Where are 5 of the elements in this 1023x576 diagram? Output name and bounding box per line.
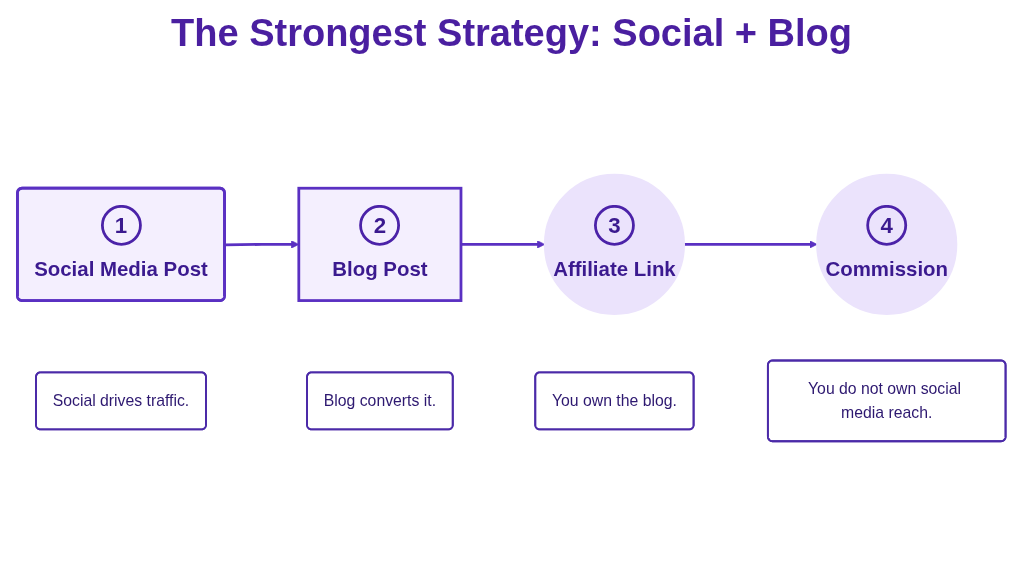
- node-circle: 4 Commission: [816, 173, 958, 315]
- node-box: 2 Blog Post: [297, 186, 463, 302]
- title: The Strongest Strategy: Social + Blog: [170, 11, 853, 56]
- arrow: [684, 240, 818, 249]
- node-circle: 3 Affiliate Link: [543, 173, 685, 315]
